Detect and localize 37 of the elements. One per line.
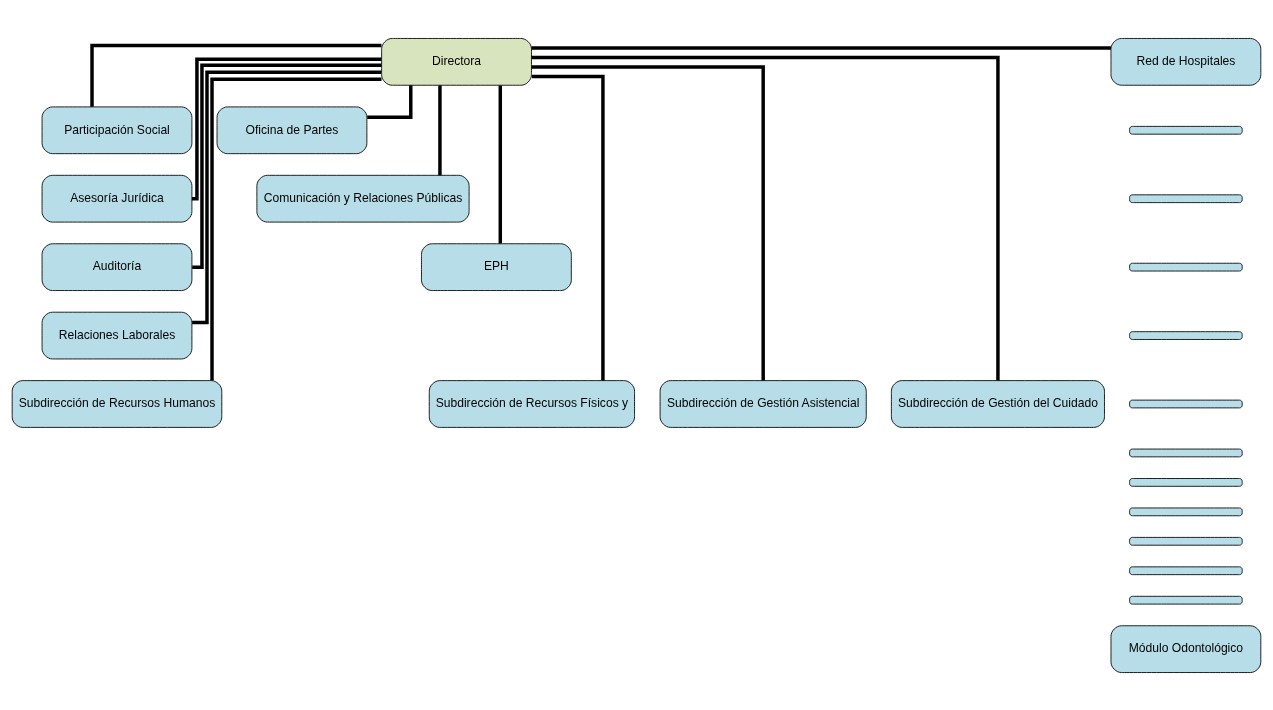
connector	[438, 84, 442, 175]
connector	[531, 64, 765, 381]
node-box: Subdirección de Gestión del Cuidado	[890, 379, 1105, 428]
node-bar	[1129, 595, 1243, 605]
node-box: Subdirección de Recursos Físicos y	[428, 379, 635, 428]
connector	[531, 74, 605, 380]
node-box: Comunicación y Relaciones Públicas	[256, 174, 470, 223]
node-bar	[1129, 448, 1243, 457]
node-bar	[1129, 477, 1243, 487]
node-box: Relaciones Laborales	[41, 311, 193, 359]
connector	[531, 45, 1111, 50]
node-box: EPH	[421, 242, 572, 291]
node-box: Oficina de Partes	[216, 105, 368, 154]
node-box: Red de Hospitales	[1110, 37, 1262, 86]
node-box: Auditoría	[41, 242, 193, 291]
node-bar	[1129, 565, 1243, 575]
connector	[531, 55, 1000, 380]
connector	[498, 84, 503, 244]
connector	[191, 57, 382, 200]
node-box: Subdirección de Gestión Asistencial	[659, 379, 867, 428]
node-bar	[1129, 536, 1243, 546]
node-box: Módulo Odontológico	[1110, 624, 1262, 673]
connector	[192, 70, 382, 324]
node-bar	[1129, 507, 1243, 516]
node-box: Directora	[381, 37, 532, 86]
node-bar	[1129, 262, 1243, 271]
node-bar	[1129, 399, 1243, 408]
connector	[367, 84, 413, 119]
connector	[90, 43, 382, 107]
node-box: Participación Social	[41, 105, 193, 154]
node-box: Asesoría Jurídica	[41, 174, 193, 223]
node-bar	[1129, 193, 1243, 203]
node-box: Subdirección de Recursos Humanos	[11, 379, 223, 428]
node-bar	[1129, 125, 1243, 135]
node-bar	[1129, 330, 1243, 340]
connector	[192, 63, 382, 269]
connector	[210, 76, 382, 380]
